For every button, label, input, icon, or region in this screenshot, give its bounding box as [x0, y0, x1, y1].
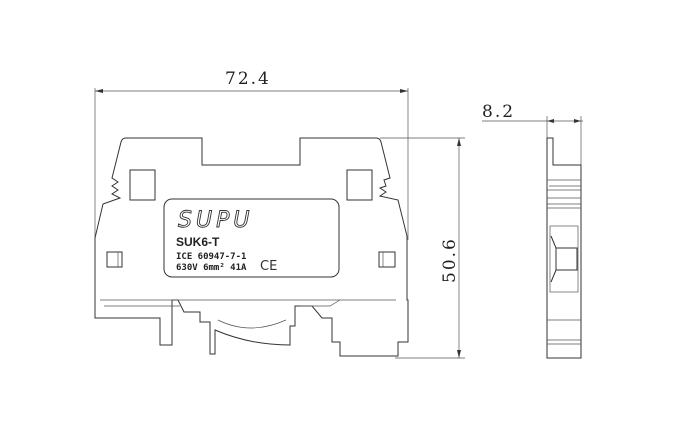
model-text: SUK6-T — [176, 235, 220, 249]
height-dimension: 50.6 — [380, 137, 465, 359]
brand-logo: SUPU — [178, 208, 253, 233]
width-dimension: 72.4 — [94, 69, 409, 240]
window-top-right — [346, 169, 373, 201]
width-dimension-label: 72.4 — [225, 69, 271, 89]
standard-text: ICE 60947-7-1 — [176, 252, 246, 262]
terminal-block-front-view: SUPU SUK6-T ICE 60947-7-1 630V 6mm² 41A … — [94, 137, 409, 357]
window-small-left — [106, 251, 123, 268]
depth-dimension-label: 8.2 — [482, 102, 515, 122]
window-small-right — [378, 251, 396, 268]
window-top-left — [129, 169, 156, 201]
marking-label — [163, 198, 340, 278]
ce-mark: CE — [260, 259, 277, 274]
rating-text: 630V 6mm² 41A — [176, 263, 247, 273]
depth-dimension: 8.2 — [482, 102, 583, 170]
terminal-block-side-view — [546, 137, 582, 359]
height-dimension-label: 50.6 — [440, 237, 460, 283]
